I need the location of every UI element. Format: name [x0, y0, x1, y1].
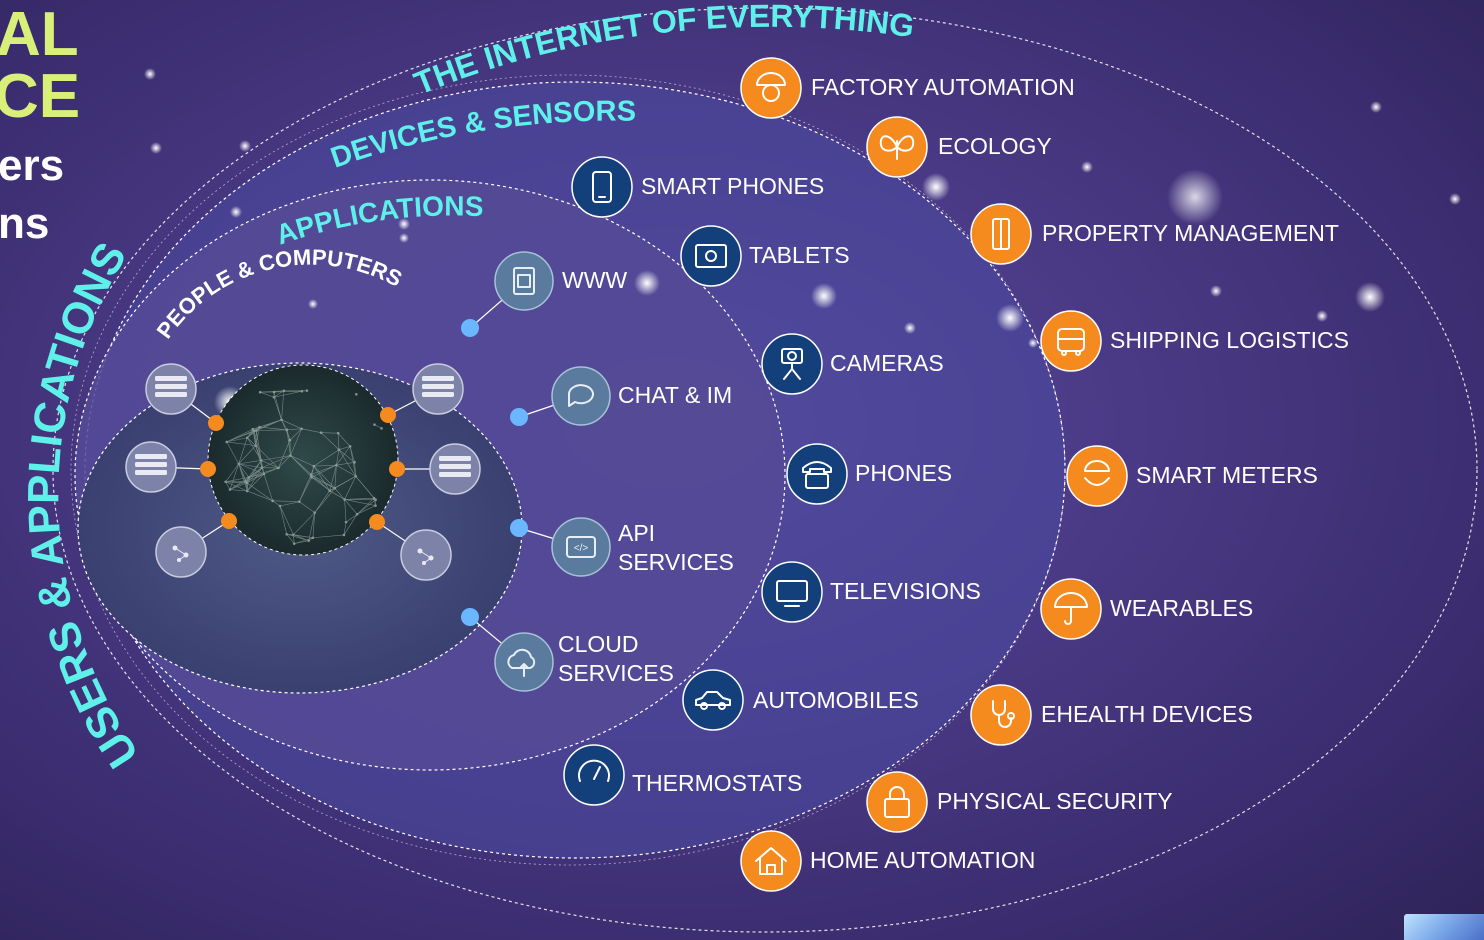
- device-node-automobiles: [682, 669, 744, 731]
- application-label-www: WWW: [562, 267, 628, 293]
- connector-dot: [208, 415, 224, 431]
- everything-node-ehealth-devices: [970, 684, 1032, 746]
- car-icon: [695, 691, 731, 710]
- corner-title-line-1: AL: [0, 0, 79, 69]
- device-node-tablets: [680, 225, 742, 287]
- applications-group: </>: [461, 251, 611, 692]
- corner-subtitle-line-2: ns: [0, 199, 50, 248]
- everything-group: [740, 57, 1128, 892]
- device-node-cameras: [761, 333, 823, 395]
- application-node-cloud-services: [461, 608, 554, 692]
- everything-node-smart-meters: [1066, 445, 1128, 507]
- corner-subtitle-line-1: ers: [0, 141, 65, 190]
- stethoscope-icon: [992, 700, 1015, 728]
- server-icon: [380, 363, 464, 423]
- phone-icon: [802, 461, 832, 489]
- device-label-automobiles: AUTOMOBILES: [753, 687, 919, 713]
- everything-node-shipping-logistics: [1040, 310, 1102, 372]
- people-computers-nodes: [125, 363, 481, 581]
- api-icon: </>: [566, 536, 596, 558]
- thermostat-icon: [578, 759, 610, 782]
- device-label-tablets: TABLETS: [749, 242, 850, 268]
- device-node-televisions: [761, 561, 823, 623]
- server-icon: [389, 443, 481, 495]
- door-icon: [992, 218, 1010, 250]
- application-node-api-services: </>: [510, 517, 611, 577]
- everything-label-physical-security: PHYSICAL SECURITY: [937, 788, 1173, 814]
- cloud-icon: [507, 648, 536, 677]
- application-label-chat-im: CHAT & IM: [618, 382, 733, 408]
- everything-label-smart-meters: SMART METERS: [1136, 462, 1318, 488]
- connector-dot: [461, 608, 479, 626]
- server-icon: [145, 363, 224, 431]
- connector-dot: [200, 461, 216, 477]
- everything-label-home-automation: HOME AUTOMATION: [810, 847, 1036, 873]
- everything-label-ecology: ECOLOGY: [938, 133, 1052, 159]
- truck-icon: [1057, 328, 1085, 356]
- everything-node-home-automation: [740, 830, 802, 892]
- device-node-phones: [786, 443, 848, 505]
- network-node-icon: [369, 514, 452, 581]
- everything-node-ecology: [866, 116, 928, 178]
- smartphone-icon: [592, 171, 612, 203]
- network-mesh-icon: [224, 389, 383, 545]
- camera-icon: [781, 348, 803, 380]
- connector-dot: [221, 513, 237, 529]
- device-label-thermostats: THERMOSTATS: [632, 770, 803, 796]
- everything-label-property-management: PROPERTY MANAGEMENT: [1042, 220, 1339, 246]
- meter-worker-icon: [1084, 460, 1110, 486]
- device-label-phones: PHONES: [855, 460, 953, 486]
- everything-node-property-management: [970, 203, 1032, 265]
- network-node-icon: [155, 513, 237, 578]
- devices-group: [563, 156, 848, 806]
- device-label-smart-phones: SMART PHONES: [641, 173, 825, 199]
- everything-label-wearables: WEARABLES: [1110, 595, 1254, 621]
- everything-label-ehealth-devices: EHEALTH DEVICES: [1041, 701, 1253, 727]
- connector-dot: [510, 408, 528, 426]
- device-node-smart-phones: [571, 156, 633, 218]
- device-label-televisions: TELEVISIONS: [830, 578, 981, 604]
- svg-text:</>: </>: [574, 543, 589, 554]
- everything-node-physical-security: [866, 771, 928, 833]
- application-node-chat-im: [510, 366, 611, 426]
- ring-internet-of-everything: [52, 7, 1478, 933]
- connector-dot: [369, 514, 385, 530]
- connector-dot: [461, 319, 479, 337]
- connector-dot: [510, 519, 528, 537]
- connector-dot: [389, 461, 405, 477]
- chat-icon: [568, 384, 594, 407]
- tablet-icon: [695, 244, 727, 268]
- browser-icon: [513, 267, 535, 295]
- device-node-thermostats: [563, 744, 625, 806]
- everything-node-wearables: [1040, 578, 1102, 640]
- server-icon: [125, 441, 216, 493]
- umbrella-icon: [1054, 592, 1088, 625]
- everything-label-shipping-logistics: SHIPPING LOGISTICS: [1110, 327, 1349, 353]
- butterfly-icon: [879, 135, 915, 160]
- everything-label-factory-automation: FACTORY AUTOMATION: [811, 74, 1075, 100]
- padlock-icon: [884, 786, 910, 818]
- corner-title-line-2: CE: [0, 62, 81, 131]
- everything-node-factory-automation: [740, 57, 802, 119]
- ring-devices-sensors-outer: [70, 74, 1066, 866]
- hardhat-worker-icon: [756, 72, 786, 102]
- application-node-www: [461, 251, 554, 337]
- device-label-cameras: CAMERAS: [830, 350, 944, 376]
- slide-thumbnail: [1404, 914, 1484, 940]
- house-icon: [755, 847, 787, 875]
- sparkles: [144, 68, 1461, 418]
- connector-dot: [380, 407, 396, 423]
- core-network: [207, 364, 399, 556]
- television-icon: [776, 580, 808, 607]
